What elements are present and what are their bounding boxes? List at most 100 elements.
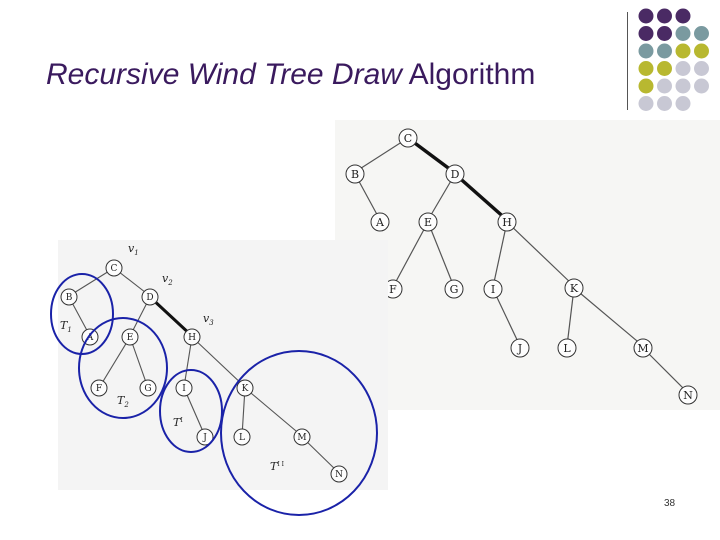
label-T-prime: TI [173, 416, 183, 429]
tree-left-node-label: F [96, 384, 102, 394]
tree-left-node-K: K [236, 379, 254, 397]
decorative-dot [638, 78, 654, 94]
tree-right-node-K: K [564, 278, 584, 298]
tree-left-node-G: G [139, 379, 157, 397]
decorative-dot [657, 43, 672, 59]
tree-left-node-I: I [175, 379, 193, 397]
tree-right-node-circle [510, 338, 530, 358]
subtree-circle-T-double-prime [220, 350, 378, 516]
decorative-dot [638, 26, 654, 41]
tree-left-node-label: N [335, 470, 343, 480]
tree-right-node-label: L [563, 342, 571, 355]
decorative-dot [675, 61, 691, 76]
tree-left-node-circle [121, 328, 139, 346]
tree-right-node-E: E [418, 212, 438, 232]
subtree-circle-T-prime [159, 369, 223, 453]
decorative-dot [657, 96, 672, 111]
label-v2: v2 [162, 272, 173, 287]
decorative-dot [675, 26, 691, 41]
tree-right-node-circle [633, 338, 653, 358]
tree-left-node-D: D [141, 288, 159, 306]
tree-left-node-label: J [202, 433, 207, 443]
decorative-dot [694, 26, 709, 41]
label-v3: v3 [203, 312, 214, 327]
tree-left-node-circle [90, 379, 108, 397]
tree-left-node-circle [139, 379, 157, 397]
tree-left-node-L: L [233, 428, 251, 446]
tree-left-node-label: I [182, 384, 186, 394]
slide-title: Recursive Wind Tree Draw Algorithm [46, 58, 535, 92]
decorative-dot [675, 96, 691, 111]
tree-right-node-label: F [389, 283, 397, 296]
tree-left-node-circle [236, 379, 254, 397]
tree-right-node-circle [418, 212, 438, 232]
tree-right-node-label: B [351, 168, 359, 181]
tree-right-node-label: E [424, 216, 432, 229]
tree-left-node-label: L [239, 433, 245, 443]
tree-left-node-label: M [297, 433, 306, 443]
decorative-dot [657, 78, 672, 94]
decorative-dot [675, 78, 691, 94]
tree-right-node-label: C [404, 132, 412, 145]
tree-left-node-label: H [188, 333, 196, 343]
tree-right-node-circle [398, 128, 418, 148]
tree-left-node-E: E [121, 328, 139, 346]
tree-left-node-N: N [330, 465, 348, 483]
decorative-dot [694, 43, 709, 59]
subtree-circle-T2 [78, 317, 168, 419]
tree-right-node-circle [557, 338, 577, 358]
tree-left-node-J: J [196, 428, 214, 446]
tree-left-annotations: v1 v2 v3 T1 T2 TI TI I [60, 242, 285, 473]
tree-right-node-G: G [444, 279, 464, 299]
label-T2: T2 [117, 394, 129, 409]
tree-right-node-label: D [451, 168, 460, 181]
tree-right-node-label: G [450, 283, 459, 296]
tree-right-node-J: J [510, 338, 530, 358]
label-T1: T1 [60, 319, 72, 334]
tree-left-node-label: G [144, 384, 151, 394]
subtree-circles [50, 273, 378, 516]
tree-right-node-C: C [398, 128, 418, 148]
decorative-dot [657, 8, 672, 24]
label-v1: v1 [128, 242, 139, 257]
tree-right-node-label: J [517, 342, 522, 355]
decorative-dot [638, 96, 654, 111]
tree-right-node-H: H [497, 212, 517, 232]
tree-right-node-circle [497, 212, 517, 232]
decorative-dot [657, 61, 672, 76]
tree-left-node-circle [183, 328, 201, 346]
tree-right-node-circle [444, 279, 464, 299]
tree-right-node-circle [445, 164, 465, 184]
tree-right-node-B: B [345, 164, 365, 184]
label-T-double-prime: TI I [270, 460, 285, 473]
tree-right-node-circle [678, 385, 698, 405]
decorative-dot [675, 43, 691, 59]
decorative-dot [675, 8, 691, 24]
decorative-dot [638, 61, 654, 76]
page-number: 38 [664, 498, 676, 509]
tree-left-node-label: K [242, 384, 249, 394]
tree-left-node-label: E [127, 333, 134, 343]
tree-right-node-label: I [491, 283, 495, 296]
tree-left-node-label: B [66, 293, 73, 303]
tree-left-node-circle [105, 259, 123, 277]
slide-title-plain: Algorithm [408, 58, 536, 91]
tree-left-node-C: C [105, 259, 123, 277]
decorative-dot [638, 8, 654, 24]
subtree-circle-T1 [50, 273, 114, 355]
decorative-dot [638, 43, 654, 59]
tree-right-edges [354, 136, 689, 394]
tree-right-node-circle [483, 279, 503, 299]
tree-right-node-circle [345, 164, 365, 184]
tree-left-node-circle [175, 379, 193, 397]
tree-left-node-M: M [293, 428, 311, 446]
tree-right-node-N: N [678, 385, 698, 405]
tree-left-node-label: A [86, 333, 94, 343]
title-divider-line [627, 12, 628, 110]
tree-right-node-label: M [637, 342, 648, 355]
